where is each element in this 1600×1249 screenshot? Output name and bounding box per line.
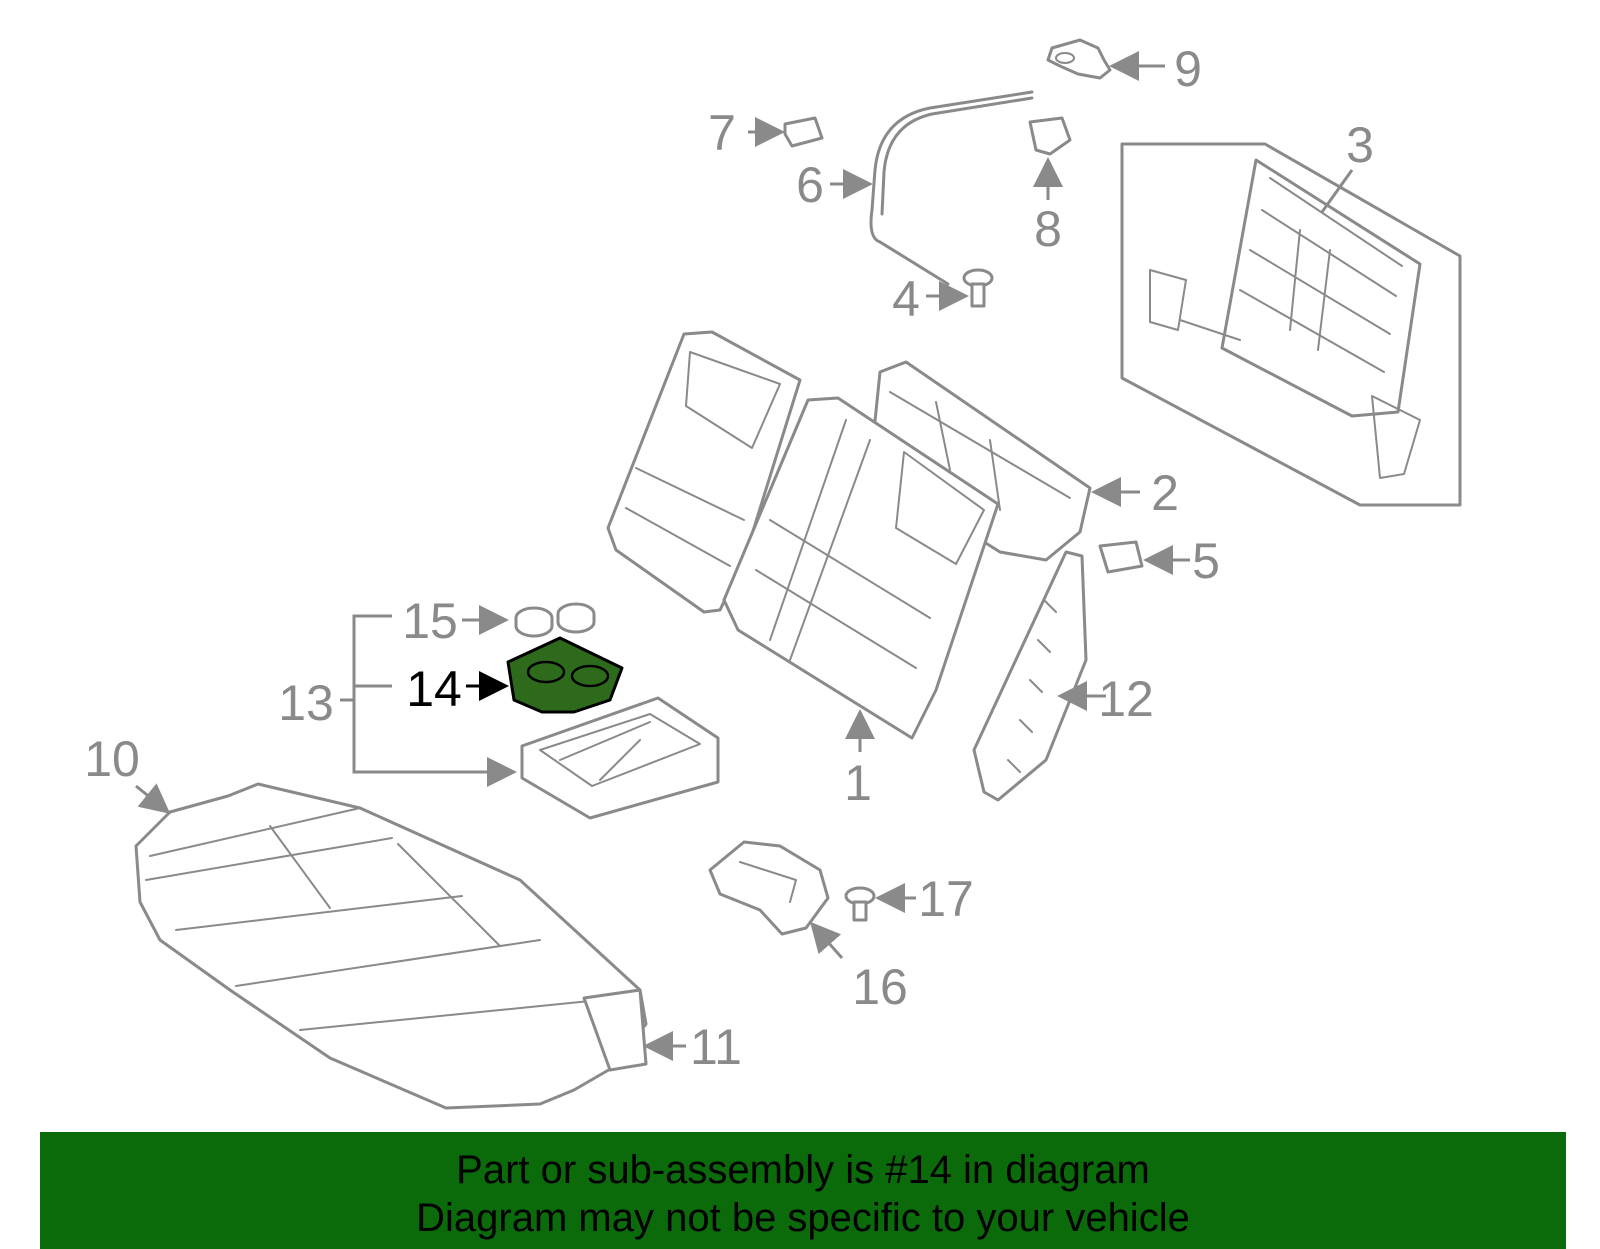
callout-2: 2	[1151, 465, 1179, 521]
bracket-13	[352, 614, 517, 787]
part-4-push-pin	[962, 268, 994, 308]
part-12-side-bolster	[972, 550, 1088, 802]
callout-10: 10	[84, 731, 140, 787]
leader-16	[810, 921, 844, 959]
banner-line-2: Diagram may not be specific to your vehi…	[416, 1196, 1190, 1240]
part-8-clip	[1028, 116, 1072, 156]
part-6-wire-rod	[869, 90, 1034, 286]
callout-9: 9	[1174, 41, 1202, 97]
callout-14: 14	[406, 661, 462, 717]
callout-11: 11	[690, 1019, 742, 1075]
part-16-bracket	[708, 840, 830, 936]
part-3-seatback-frame	[1120, 142, 1462, 507]
part-15-cup-inserts	[514, 602, 596, 638]
callout-8: 8	[1034, 201, 1062, 257]
part-14-cup-holder	[506, 636, 624, 714]
part-13-armrest	[520, 696, 720, 820]
callout-1: 1	[844, 755, 872, 811]
part-10-seat-cushion	[134, 782, 648, 1110]
callout-16: 16	[852, 959, 908, 1015]
callout-15: 15	[402, 593, 458, 649]
part-17-push-pin	[844, 886, 876, 922]
callout-13: 13	[278, 675, 334, 731]
callout-7: 7	[708, 105, 736, 161]
banner-line-1: Part or sub-assembly is #14 in diagram	[456, 1148, 1150, 1192]
part-7-clip	[783, 116, 824, 148]
info-banner: Part or sub-assembly is #14 in diagram D…	[40, 1132, 1566, 1249]
part-9-bracket	[1046, 38, 1112, 80]
leader-3	[1320, 169, 1354, 213]
callout-3: 3	[1346, 117, 1374, 173]
part-5-clip	[1098, 540, 1144, 574]
callout-5: 5	[1192, 533, 1220, 589]
callout-4: 4	[892, 271, 920, 327]
callout-6: 6	[796, 157, 824, 213]
callout-17: 17	[918, 871, 974, 927]
leader-10	[135, 783, 171, 814]
part-1-seatback-left	[606, 330, 1000, 740]
callout-12: 12	[1098, 671, 1154, 727]
